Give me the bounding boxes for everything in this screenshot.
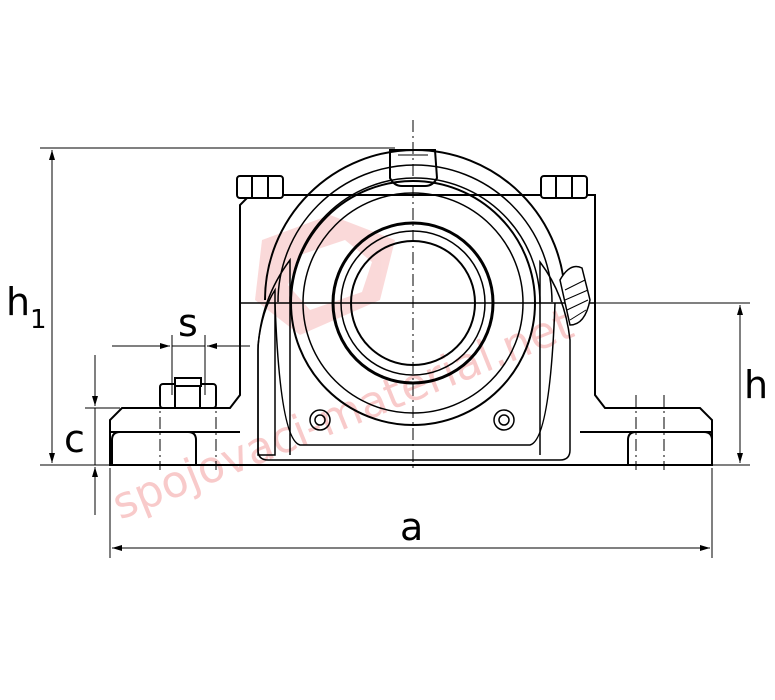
cap-bolts <box>236 175 588 199</box>
centerlines <box>159 120 665 470</box>
grease-nipples <box>309 409 515 431</box>
label-s: s <box>178 301 198 345</box>
label-a: a <box>400 505 423 549</box>
label-h1-subscript: 1 <box>30 305 47 335</box>
foot-bolt <box>159 377 217 409</box>
label-h1: h <box>6 280 30 324</box>
watermark-text: spojovaci-material.net <box>105 299 580 531</box>
dimension-labels: h 1 h s c a <box>6 280 768 549</box>
dimension-lines <box>40 147 750 558</box>
base-plate <box>109 194 713 466</box>
label-c: c <box>64 417 85 461</box>
label-h: h <box>744 363 768 407</box>
seal-section <box>559 265 591 326</box>
housing <box>109 149 713 466</box>
